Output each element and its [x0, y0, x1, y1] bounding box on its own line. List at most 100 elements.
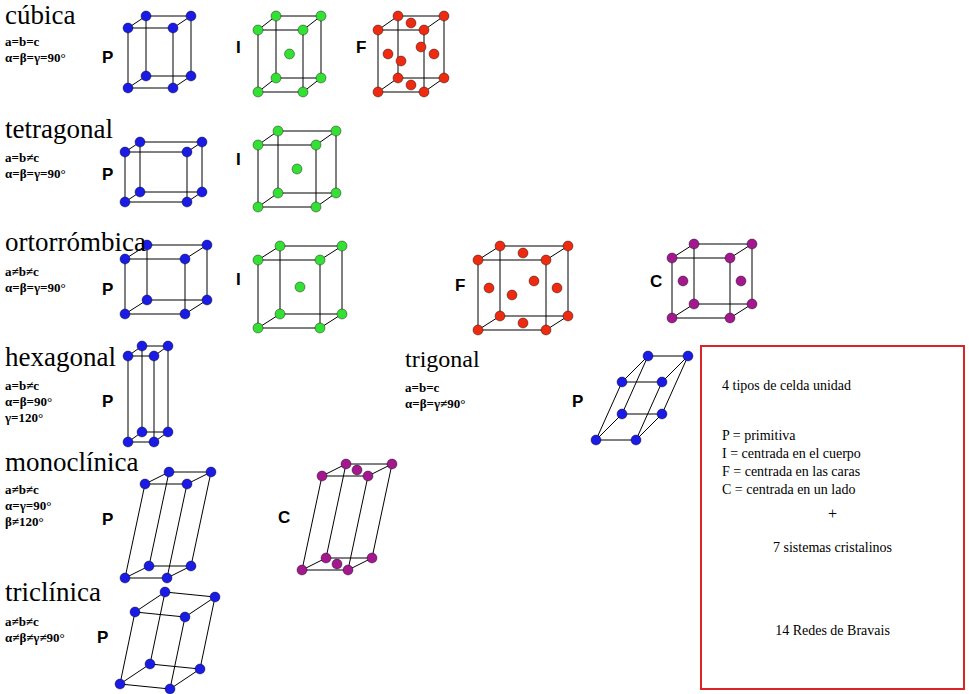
unit-cell — [120, 467, 216, 583]
lattice-point — [115, 679, 125, 689]
lattice-parameters: a=b≠c — [5, 378, 39, 394]
lattice-point — [393, 11, 403, 21]
lattice-point — [316, 11, 326, 21]
cell-edge — [278, 193, 336, 194]
cell-edge — [752, 244, 753, 304]
unit-cell — [591, 351, 693, 445]
lattice-point — [518, 318, 528, 328]
lattice-point — [563, 311, 573, 321]
lattice-point — [149, 437, 159, 447]
unit-cells — [115, 11, 757, 694]
lattice-point — [197, 187, 207, 197]
lattice-point — [406, 18, 416, 28]
centering-letter: P — [102, 280, 113, 300]
cell-edge — [150, 592, 165, 664]
lattice-point — [182, 197, 192, 207]
cell-edge — [128, 28, 173, 29]
centering-letter: P — [97, 628, 108, 648]
cell-edge — [568, 246, 569, 316]
cell-edge — [302, 570, 348, 571]
lattice-point — [144, 561, 154, 571]
lattice-parameters: α=β=γ=90° — [5, 280, 66, 296]
unit-cell — [373, 11, 449, 97]
cell-edge — [478, 260, 479, 330]
cell-edge — [694, 244, 695, 304]
cell-edge — [326, 558, 372, 559]
cell-edge — [185, 597, 215, 617]
cell-edge — [149, 472, 169, 566]
cell-edge — [170, 617, 185, 689]
lattice-point — [352, 465, 362, 475]
lattice-point — [396, 56, 406, 66]
lattice-point — [507, 290, 517, 300]
lattice-point — [429, 49, 439, 59]
lattice-point — [123, 437, 133, 447]
lattice-point — [643, 351, 653, 361]
lattice-point — [373, 87, 383, 97]
cell-edge — [200, 597, 215, 669]
legend-item: C = centrada en un lado — [722, 481, 855, 499]
lattice-point — [337, 309, 347, 319]
centering-letter: P — [102, 510, 113, 530]
lattice-point — [321, 553, 331, 563]
lattice-point — [518, 248, 528, 258]
lattice-parameters: α=β=γ=90° — [5, 166, 66, 182]
cell-edge — [662, 356, 688, 382]
lattice-point — [315, 255, 325, 265]
lattice-point — [484, 283, 494, 293]
lattice-point — [393, 73, 403, 83]
lattice-point — [406, 80, 416, 90]
cell-edge — [146, 76, 191, 77]
lattice-parameters: α=β=γ≠90° — [405, 396, 465, 412]
lattice-point — [552, 283, 562, 293]
lattice-point — [210, 592, 220, 602]
system-name: triclínica — [5, 577, 101, 607]
cell-edge — [694, 244, 752, 245]
lattice-point — [160, 587, 170, 597]
lattice-point — [120, 309, 130, 319]
cell-edge — [173, 28, 174, 88]
cell-edge — [546, 260, 547, 330]
centering-letter: C — [650, 272, 662, 292]
unit-cell — [667, 239, 757, 323]
cell-edge — [346, 464, 392, 465]
lattice-point — [419, 87, 429, 97]
cell-edge — [165, 592, 215, 597]
cell-edge — [258, 30, 259, 92]
lattice-point — [285, 49, 295, 59]
lattice-parameters: γ=120° — [5, 410, 43, 426]
lattice-point — [273, 188, 283, 198]
lattice-point — [683, 351, 693, 361]
cell-edge — [398, 78, 444, 79]
system-name: trigonal — [405, 345, 480, 373]
cell-edge — [142, 346, 143, 432]
lattice-point — [725, 313, 735, 323]
cell-edge — [636, 414, 662, 440]
cell-edge — [258, 92, 303, 93]
cell-edge — [378, 30, 379, 92]
cell-edge — [730, 258, 731, 318]
legend-item: P = primitiva — [722, 427, 796, 445]
cell-edge — [596, 440, 636, 441]
lattice-point — [202, 295, 212, 305]
lattice-point — [317, 471, 327, 481]
lattice-point — [182, 147, 192, 157]
lattice-point — [311, 140, 321, 150]
lattice-point — [678, 276, 688, 286]
lattice-point — [142, 295, 152, 305]
lattice-point — [182, 479, 192, 489]
centering-letter: P — [102, 48, 113, 68]
unit-cell — [253, 126, 341, 212]
centering-letter: F — [356, 38, 366, 58]
cell-edge — [187, 152, 188, 202]
lattice-parameters: a≠b≠c — [5, 614, 39, 630]
system-name: monoclínica — [5, 447, 138, 477]
cell-edge — [146, 16, 147, 76]
cell-edge — [322, 476, 368, 477]
lattice-point — [617, 409, 627, 419]
cell-edge — [185, 259, 186, 314]
cell-edge — [336, 131, 337, 193]
lattice-point — [273, 126, 283, 136]
cell-edge — [321, 16, 322, 78]
cell-edge — [326, 464, 346, 558]
